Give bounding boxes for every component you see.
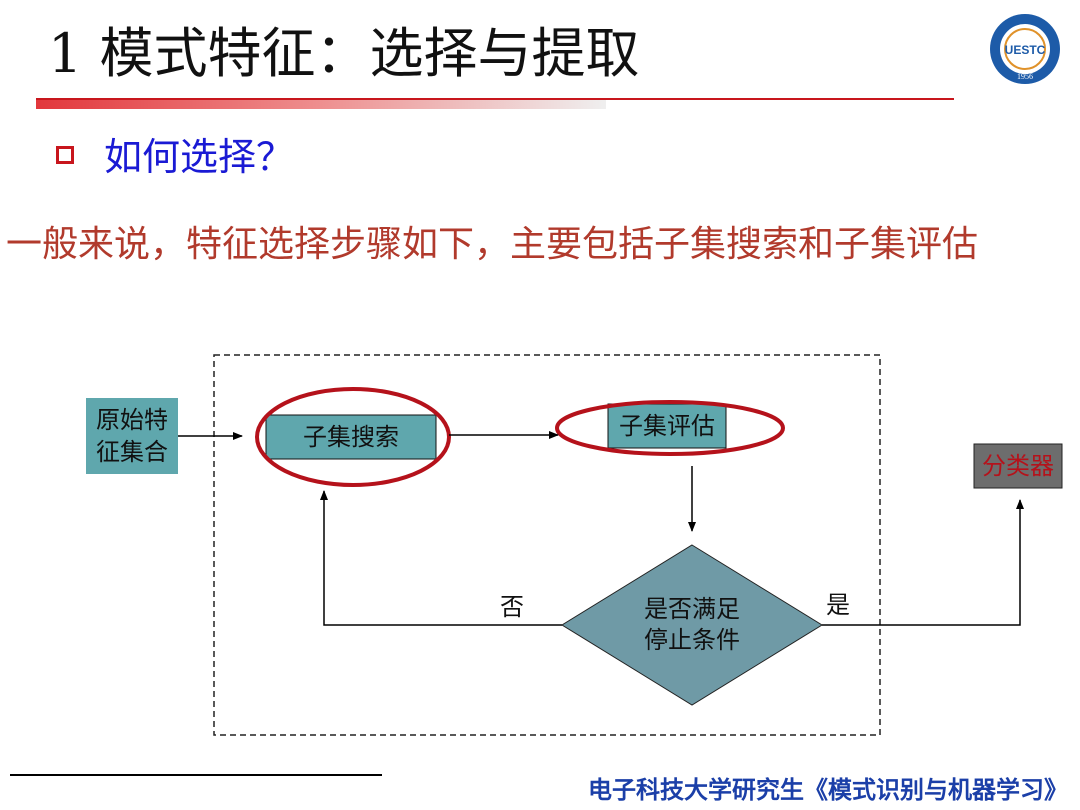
logo-year: 1956	[1017, 72, 1033, 81]
decision-label-line2: 停止条件	[644, 627, 740, 654]
input-feature-set-box: 原始特 征集合	[86, 398, 178, 474]
subset-search-label: 子集搜索	[303, 424, 399, 451]
classifier-box: 分类器	[973, 443, 1063, 489]
subset-search-highlight-ellipse	[255, 387, 451, 487]
subset-search-box: 子集搜索	[265, 414, 437, 460]
bullet-square-icon	[56, 146, 74, 164]
stop-condition-diamond: 是否满足 停止条件	[561, 544, 823, 706]
input-label-line1: 原始特	[96, 407, 168, 434]
bullet-heading: 如何选择？	[104, 135, 295, 179]
title-underline	[36, 97, 954, 111]
classifier-label: 分类器	[982, 453, 1054, 480]
decision-label-line1: 是否满足	[644, 596, 740, 623]
input-label-line2: 征集合	[96, 439, 168, 466]
no-branch-label: 否	[500, 595, 524, 621]
university-logo: UESTC 1956	[990, 14, 1060, 84]
course-footer: 电子科技大学研究生《模式识别与机器学习》	[588, 775, 1068, 804]
subset-evaluate-highlight-ellipse	[555, 400, 785, 456]
logo-text: UESTC	[1005, 43, 1046, 57]
arrow-yes-to-classifier	[822, 499, 1024, 626]
subset-evaluate-label: 子集评估	[619, 413, 715, 440]
intro-paragraph: 一般来说，特征选择步骤如下，主要包括子集搜索和子集评估	[6, 224, 979, 265]
selection-loop-boundary	[213, 354, 881, 736]
arrow-no-back-to-search	[320, 490, 562, 626]
slide-title: 1 模式特征：选择与提取	[48, 22, 640, 85]
footer-rule	[10, 774, 382, 776]
yes-branch-label: 是	[826, 593, 850, 619]
subset-evaluate-box: 子集评估	[607, 403, 727, 449]
